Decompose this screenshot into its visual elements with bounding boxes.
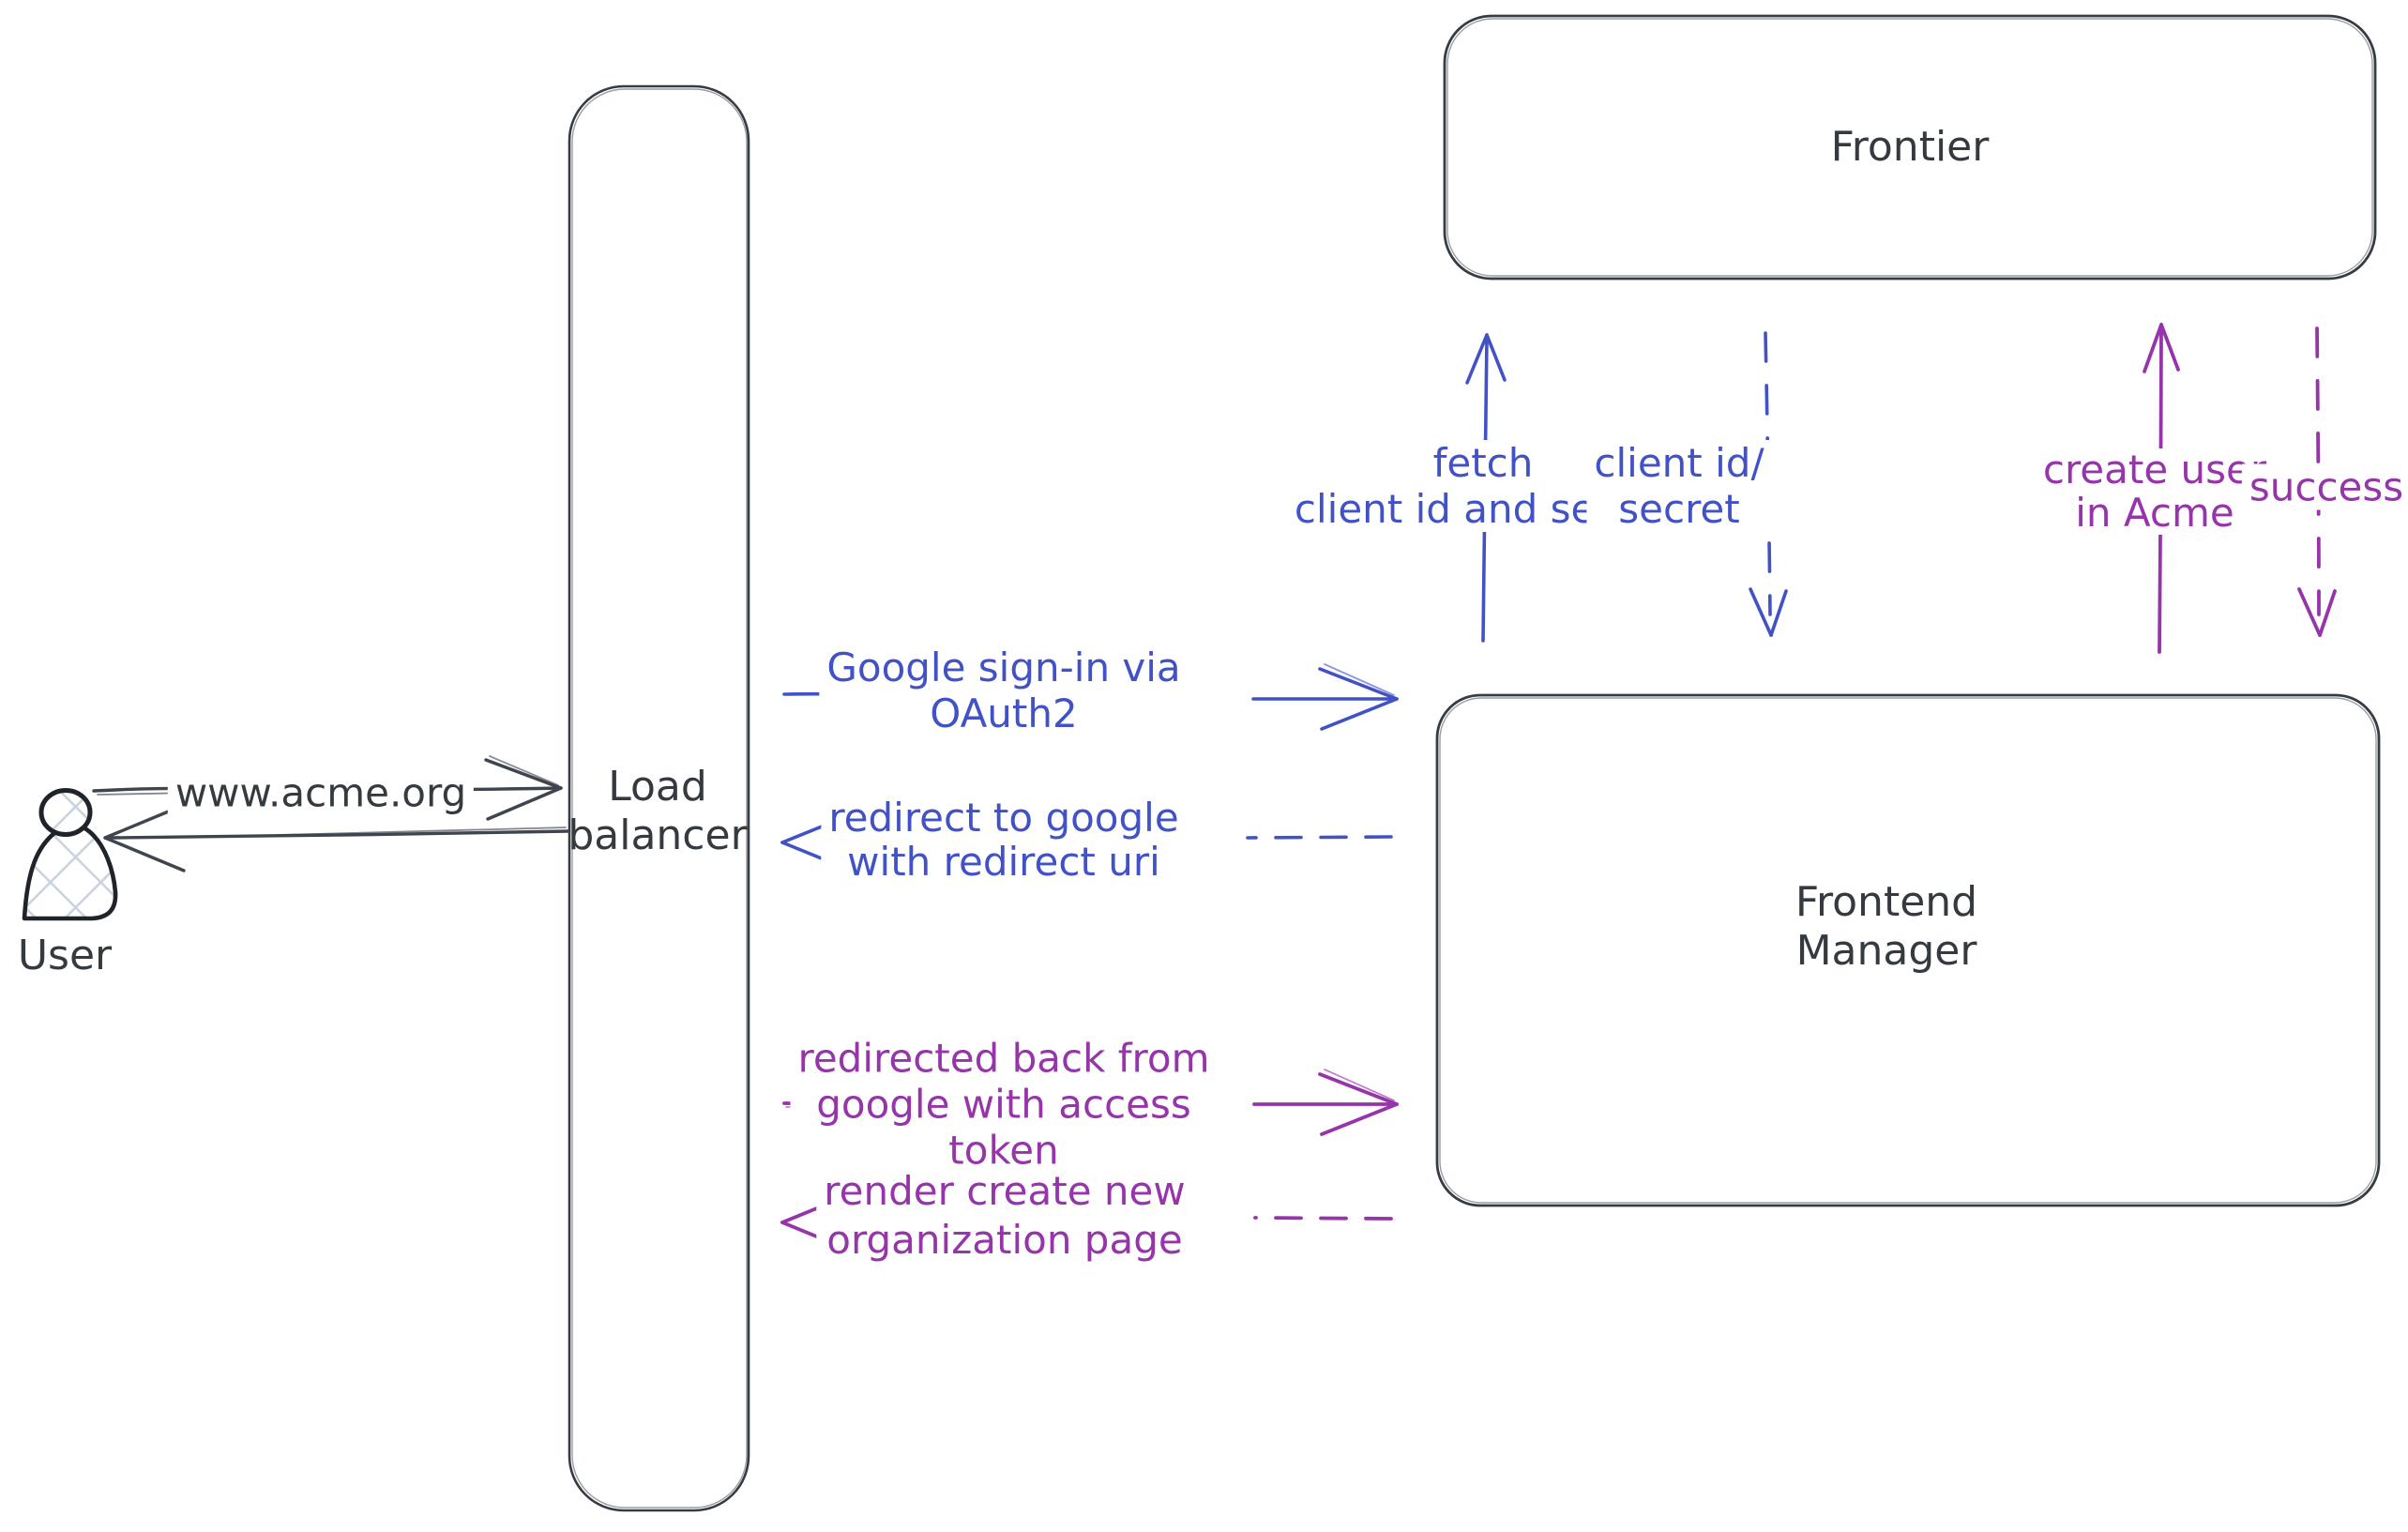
load-balancer-box <box>568 84 750 1512</box>
arrow-success <box>2297 326 2337 637</box>
user-label: User <box>18 932 112 980</box>
frontend-manager-label: Frontend Manager <box>1795 878 1978 975</box>
message-success: success <box>2241 463 2408 510</box>
message-acme-url: www.acme.org <box>167 769 475 816</box>
message-create-user: create user in Acme <box>2035 448 2275 535</box>
arrow-client-id-secret <box>1749 331 1788 637</box>
load-balancer-label: Load balancer <box>568 763 748 859</box>
frontend-manager-box <box>1435 693 2381 1207</box>
frontier-label: Frontier <box>1830 123 1990 171</box>
user-label-text: User <box>17 932 113 979</box>
message-render-org-page: render create new organization page <box>816 1167 1193 1265</box>
message-google-signin: Google sign-in via OAuth2 <box>819 645 1189 736</box>
frontier-box <box>1443 14 2377 281</box>
user-figure <box>22 788 118 921</box>
message-client-id-secret: client id/ secret <box>1586 440 1772 532</box>
message-redirect-google: redirect to google with redirect uri <box>821 796 1187 884</box>
message-redirected-back: redirected back from google with access … <box>790 1035 1218 1174</box>
